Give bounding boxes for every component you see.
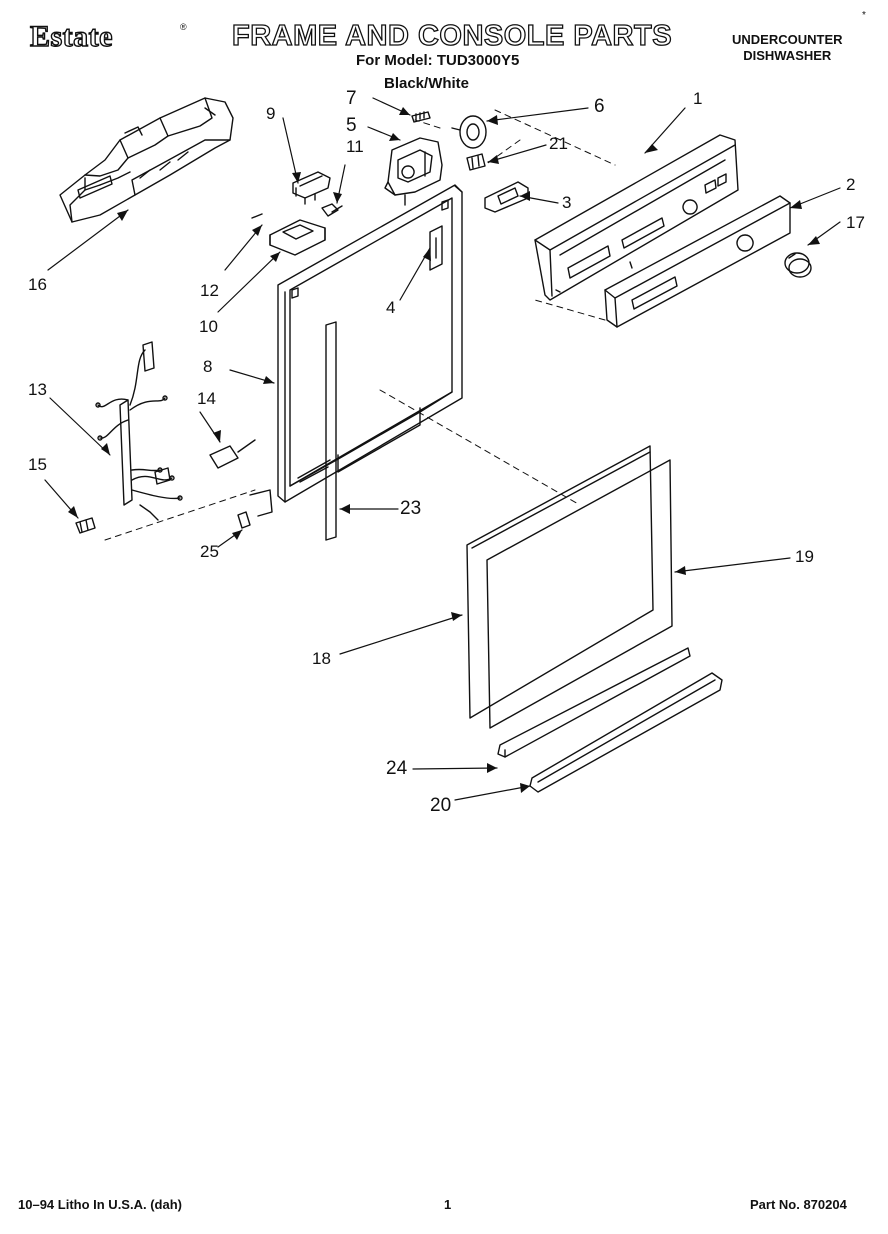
callout-23: 23 [400, 498, 422, 519]
callout-11: 11 [346, 137, 364, 156]
part-5-latch-assembly [384, 137, 443, 206]
footer-page-number: 1 [444, 1197, 452, 1212]
callout-24: 24 [386, 758, 408, 779]
page-title: FRAME AND CONSOLE PARTS [231, 19, 673, 52]
callout-5: 5 [346, 115, 357, 136]
part-21-screw [466, 153, 486, 171]
callout-3: 3 [562, 193, 572, 212]
assembly-lines [104, 109, 616, 541]
part-13-wire-harness [95, 341, 183, 521]
callout-2: 2 [846, 175, 856, 194]
callout-4: 4 [386, 298, 396, 317]
callout-7: 7 [346, 88, 357, 109]
callout-8: 8 [203, 357, 213, 376]
part-3-bracket [484, 181, 529, 213]
footer-litho: 10–94 Litho In U.S.A. (dah) [18, 1197, 182, 1212]
callout-15: 15 [28, 455, 47, 474]
callout-25: 25 [200, 542, 219, 561]
part-2-trim-strip [604, 195, 791, 328]
part-16-console-housing [59, 97, 234, 223]
corner-asterisk: * [862, 10, 866, 21]
part-12-spring [251, 213, 263, 219]
color-line: Black/White [384, 75, 470, 92]
part-7-screw [411, 111, 431, 123]
part-23-vertical-strip [325, 321, 337, 541]
part-15-screw [75, 517, 96, 534]
callout-6: 6 [594, 96, 605, 117]
footer-part-number: Part No. 870204 [750, 1197, 847, 1212]
callout-9: 9 [266, 104, 276, 123]
part-14-connector [209, 439, 256, 469]
callout-1: 1 [693, 89, 703, 108]
category-line-1: UNDERCOUNTER [732, 32, 843, 47]
callout-17: 17 [846, 213, 865, 232]
callout-19: 19 [795, 547, 814, 566]
part-17-knob [784, 252, 812, 278]
registered-mark: ® [180, 22, 187, 32]
callout-12: 12 [200, 281, 219, 300]
frame-hinge-bracket [249, 489, 273, 517]
callout-14: 14 [197, 389, 216, 408]
part-8-door-frame [277, 184, 463, 503]
callout-20: 20 [430, 795, 452, 816]
callout-18: 18 [312, 649, 331, 668]
category-line-2: DISHWASHER [743, 48, 832, 63]
callout-16: 16 [28, 275, 47, 294]
part-18-outer-panel [466, 445, 654, 719]
leader-arrowheads [68, 107, 820, 793]
model-line: For Model: TUD3000Y5 [356, 52, 520, 69]
callout-10: 10 [199, 317, 218, 336]
part-11-wire-clip [321, 203, 343, 217]
part-25-clip [237, 511, 251, 529]
callout-13: 13 [28, 380, 47, 399]
part-24-bottom-trim [497, 647, 691, 758]
part-6-knob-cam [451, 115, 487, 149]
callout-21: 21 [549, 134, 568, 153]
part-10-switch-bracket [269, 219, 326, 256]
part-19-inner-panel [486, 459, 673, 729]
category-label: UNDERCOUNTER DISHWASHER [732, 32, 843, 64]
part-9-switch [292, 171, 331, 205]
brand-logo: Estate [29, 19, 113, 53]
part-1-control-panel [534, 134, 739, 301]
